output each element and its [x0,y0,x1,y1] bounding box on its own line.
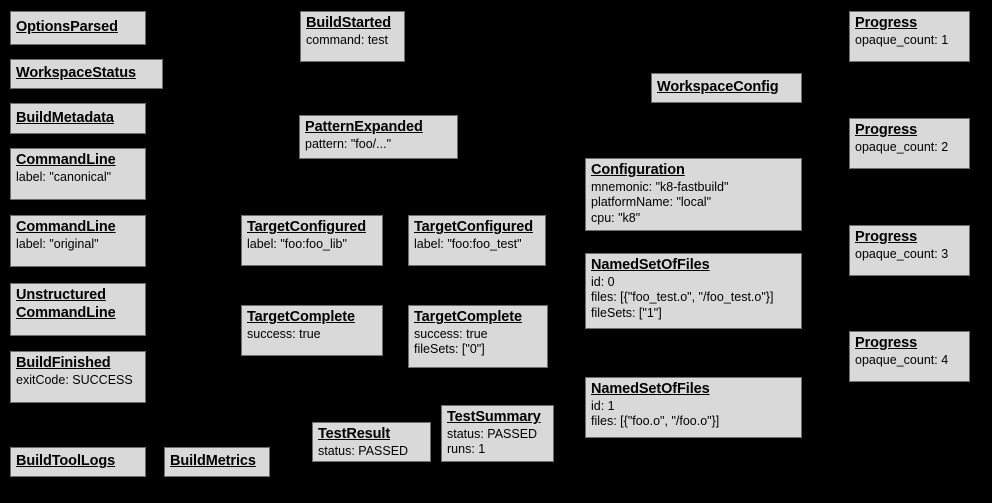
node-unstructured-command-line[interactable]: Unstructured CommandLine [10,283,146,336]
node-title: TargetComplete [247,309,355,325]
node-title: TargetComplete [414,309,522,325]
node-title: TargetConfigured [414,219,533,235]
node-title: WorkspaceStatus [16,65,136,82]
node-command-line-canonical[interactable]: CommandLine label: "canonical" [10,148,146,200]
node-fields: label: "original" [16,236,99,251]
node-configuration[interactable]: Configuration mnemonic: "k8-fastbuild" p… [585,158,802,231]
node-build-metadata[interactable]: BuildMetadata [10,103,146,134]
node-progress-2[interactable]: Progress opaque_count: 2 [849,118,970,169]
node-title: BuildMetadata [16,109,114,126]
node-target-configured-test[interactable]: TargetConfigured label: "foo:foo_test" [408,215,546,266]
node-progress-4[interactable]: Progress opaque_count: 4 [849,331,970,382]
node-fields: exitCode: SUCCESS [16,372,133,387]
node-target-complete-lib[interactable]: TargetComplete success: true [241,305,383,356]
node-title: Progress [855,229,918,245]
node-test-summary[interactable]: TestSummary status: PASSED runs: 1 [441,405,554,462]
node-title: TargetConfigured [247,219,366,235]
node-build-started[interactable]: BuildStarted command: test [300,11,405,62]
node-fields: mnemonic: "k8-fastbuild" platformName: "… [591,179,729,225]
node-named-set-of-files-1[interactable]: NamedSetOfFiles id: 1 files: [{"foo.o", … [585,377,802,438]
node-fields: label: "canonical" [16,169,112,184]
node-options-parsed[interactable]: OptionsParsed [10,11,146,45]
node-fields: status: PASSED [318,443,409,458]
node-target-complete-test[interactable]: TargetComplete success: true fileSets: [… [408,305,548,368]
node-title: Progress [855,335,918,351]
node-pattern-expanded[interactable]: PatternExpanded pattern: "foo/..." [299,115,458,159]
node-fields: label: "foo:foo_test" [414,236,522,251]
node-title: BuildMetrics [170,453,256,470]
node-title: BuildToolLogs [16,453,116,470]
node-title: BuildFinished [16,355,111,371]
node-fields: label: "foo:foo_lib" [247,236,347,251]
node-title: NamedSetOfFiles [591,381,710,397]
node-title: NamedSetOfFiles [591,257,710,273]
node-fields: id: 0 files: [{"foo_test.o", "/foo_test.… [591,274,774,320]
node-command-line-original[interactable]: CommandLine label: "original" [10,215,146,267]
node-title: Progress [855,15,918,31]
node-build-metrics[interactable]: BuildMetrics [164,447,270,477]
node-fields: opaque_count: 1 [855,32,949,47]
node-workspace-config[interactable]: WorkspaceConfig [651,73,802,103]
node-title: PatternExpanded [305,119,423,135]
node-title: WorkspaceConfig [657,79,779,96]
node-progress-3[interactable]: Progress opaque_count: 3 [849,225,970,276]
node-build-finished[interactable]: BuildFinished exitCode: SUCCESS [10,351,146,403]
node-title: TestResult [318,426,391,442]
node-fields: opaque_count: 2 [855,139,949,154]
node-fields: opaque_count: 3 [855,246,949,261]
node-fields: command: test [306,32,388,47]
node-fields: opaque_count: 4 [855,352,949,367]
node-title: Configuration [591,162,685,178]
node-title: Progress [855,122,918,138]
node-title: TestSummary [447,409,541,425]
node-fields: pattern: "foo/..." [305,136,392,151]
node-title: Unstructured CommandLine [16,287,116,321]
node-test-result[interactable]: TestResult status: PASSED [312,422,431,462]
node-progress-1[interactable]: Progress opaque_count: 1 [849,11,970,62]
node-title: OptionsParsed [16,19,118,36]
node-workspace-status[interactable]: WorkspaceStatus [10,59,163,89]
node-title: CommandLine [16,152,116,168]
node-fields: status: PASSED runs: 1 [447,426,538,457]
node-named-set-of-files-0[interactable]: NamedSetOfFiles id: 0 files: [{"foo_test… [585,253,802,329]
node-title: CommandLine [16,219,116,235]
node-target-configured-lib[interactable]: TargetConfigured label: "foo:foo_lib" [241,215,383,266]
node-title: BuildStarted [306,15,392,31]
node-fields: success: true [247,326,321,341]
node-fields: id: 1 files: [{"foo.o", "/foo.o"}] [591,398,720,429]
node-build-tool-logs[interactable]: BuildToolLogs [10,447,146,477]
node-fields: success: true fileSets: ["0"] [414,326,488,357]
